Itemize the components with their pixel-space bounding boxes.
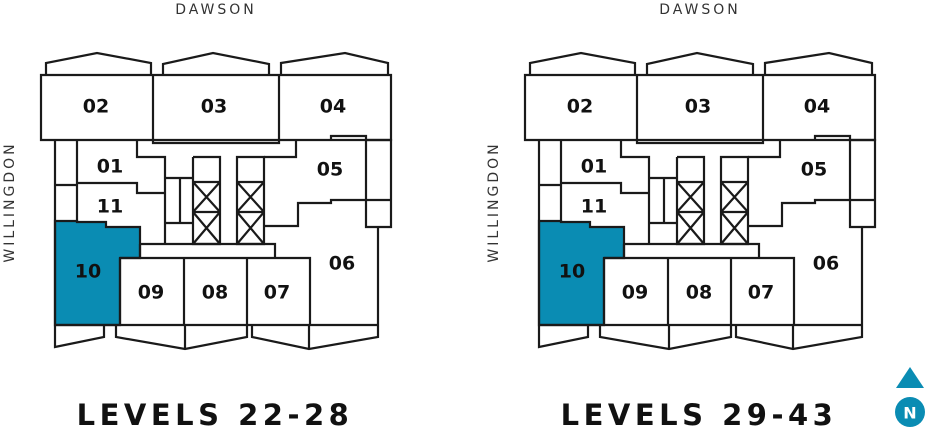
wall-line	[748, 134, 852, 228]
wall-line	[602, 256, 796, 325]
wall-line	[719, 155, 750, 246]
unit-label-09[interactable]: 09	[622, 282, 648, 304]
wall-line	[645, 51, 755, 75]
floor-plan-levels-29-43: 02 03 04 01 05 11 10 06 09 08 07 DAWSON WILLINGDON LE…	[486, 2, 877, 430]
north-arrow-icon	[896, 367, 924, 388]
compass: N	[895, 367, 925, 427]
wall-line	[667, 326, 864, 351]
wall-line	[264, 134, 368, 228]
wall-line	[135, 140, 193, 244]
unit-label-03[interactable]: 03	[201, 96, 227, 118]
wall-line	[44, 51, 153, 75]
unit-label-07[interactable]: 07	[264, 282, 290, 304]
street-label-top: DAWSON	[659, 2, 741, 18]
wall-line	[537, 326, 590, 349]
unit-label-03[interactable]: 03	[685, 96, 711, 118]
wall-line	[53, 326, 106, 349]
unit-label-04[interactable]: 04	[320, 96, 346, 118]
unit-label-10[interactable]: 10	[559, 261, 585, 283]
wall-line	[138, 242, 277, 258]
wall-line	[675, 155, 706, 246]
wall-line	[264, 140, 298, 159]
unit-10-highlight[interactable]	[539, 221, 624, 325]
wall-line	[279, 51, 390, 75]
wall-line	[55, 140, 79, 221]
wall-line	[151, 75, 281, 145]
wall-line	[598, 326, 733, 351]
unit-label-01[interactable]: 01	[581, 156, 607, 178]
wall-line	[118, 256, 312, 325]
compass-circle-icon	[895, 397, 925, 427]
wall-line	[235, 155, 266, 246]
unit-label-05[interactable]: 05	[317, 159, 343, 181]
unit-label-08[interactable]: 08	[202, 282, 228, 304]
unit-label-07[interactable]: 07	[748, 282, 774, 304]
unit-label-11[interactable]: 11	[581, 196, 607, 218]
unit-label-06[interactable]: 06	[813, 253, 839, 275]
level-title: LEVELS 22-28	[77, 398, 354, 430]
unit-label-02[interactable]: 02	[567, 96, 593, 118]
wall-line	[77, 181, 165, 195]
unit-label-02[interactable]: 02	[83, 96, 109, 118]
wall-line	[619, 140, 677, 244]
wall-line	[622, 242, 761, 258]
wall-line	[561, 181, 649, 195]
unit-label-08[interactable]: 08	[686, 282, 712, 304]
level-title: LEVELS 29-43	[561, 398, 838, 430]
wall-line	[114, 326, 249, 351]
street-label-top: DAWSON	[175, 2, 257, 18]
street-label-left: WILLINGDON	[486, 141, 502, 262]
wall-line	[635, 75, 765, 145]
unit-label-04[interactable]: 04	[804, 96, 830, 118]
wall-line	[848, 138, 877, 229]
wall-line	[748, 140, 782, 159]
unit-10-highlight[interactable]	[55, 221, 140, 325]
unit-label-01[interactable]: 01	[97, 156, 123, 178]
compass-label: N	[903, 404, 916, 423]
unit-label-09[interactable]: 09	[138, 282, 164, 304]
wall-line	[364, 138, 393, 229]
floor-plan-levels-22-28: 02 03 04 01 05 11 10 06 09 08 07 DAWSON WILLINGDON LE…	[2, 2, 393, 430]
unit-10-outline	[53, 219, 142, 327]
wall-line	[183, 326, 380, 351]
street-label-left: WILLINGDON	[2, 141, 18, 262]
unit-label-05[interactable]: 05	[801, 159, 827, 181]
unit-label-06[interactable]: 06	[329, 253, 355, 275]
wall-line	[191, 155, 222, 246]
unit-label-11[interactable]: 11	[97, 196, 123, 218]
wall-line	[539, 140, 563, 221]
wall-line	[528, 51, 637, 75]
unit-label-10[interactable]: 10	[75, 261, 101, 283]
unit-10-outline	[537, 219, 626, 327]
wall-line	[763, 51, 874, 75]
wall-line	[161, 51, 271, 75]
